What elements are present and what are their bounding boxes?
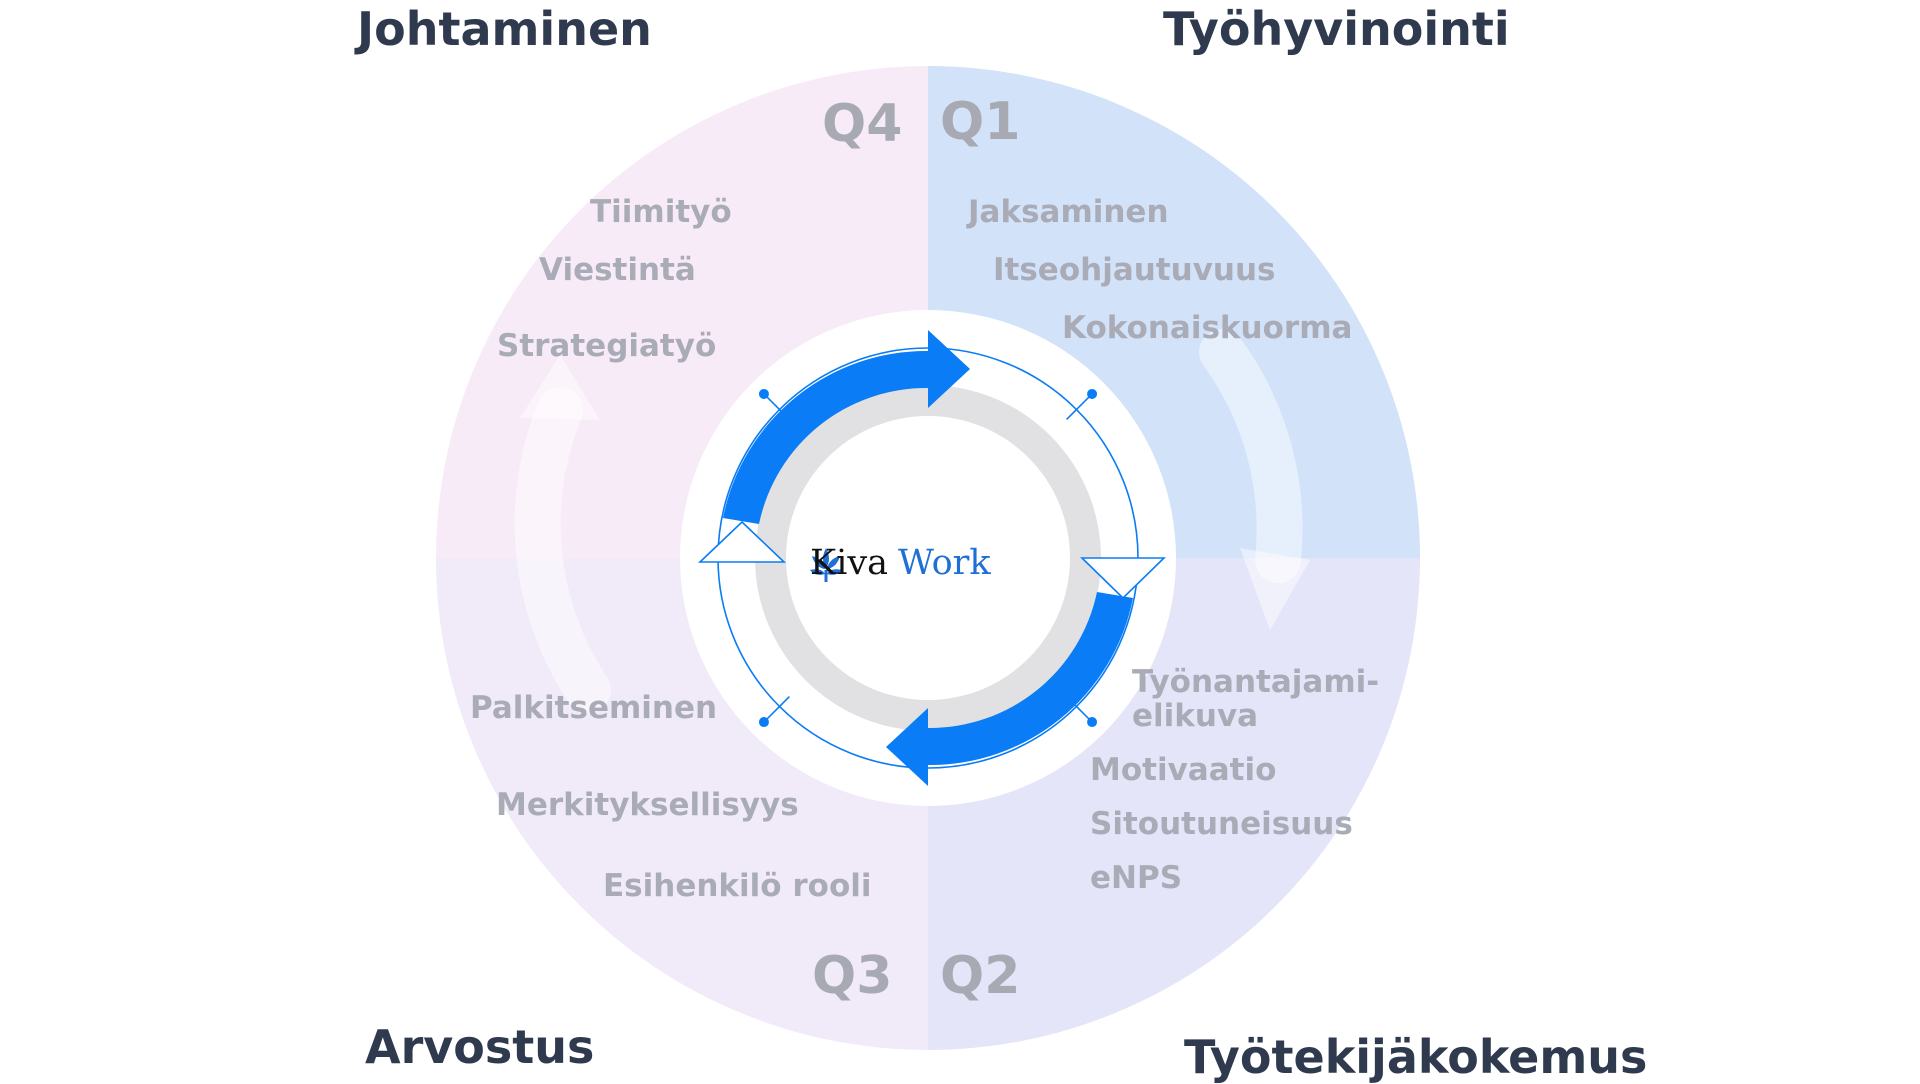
title-arvostus: Arvostus [365, 1020, 595, 1074]
ring-tick-dot [758, 388, 769, 399]
topic-tyonantajamielikuva-line1: Työnantajami- [1132, 664, 1380, 700]
logo-text-kiva: Kiva [810, 543, 888, 583]
cycle-arrow-top [723, 350, 928, 524]
leaf-logo-icon [810, 548, 842, 582]
topic-itseohjautuvuus: Itseohjautuvuus [993, 252, 1276, 288]
cycle-arrow-top-head [928, 330, 970, 408]
topic-palkitseminen: Palkitseminen [470, 690, 718, 726]
ring-tick-dot [758, 717, 769, 728]
background-cycle-arrows [514, 329, 1303, 713]
title-tyotekijakokemus: Työtekijäkokemus [1184, 1030, 1648, 1084]
cycle-arrow-bottom-head [886, 708, 928, 786]
right-triangle-marker [1080, 557, 1166, 600]
ring-tick-line [1066, 393, 1093, 420]
topic-tiimityo: Tiimityö [590, 194, 732, 230]
topic-enps: eNPS [1090, 860, 1183, 896]
topic-strategiatyo: Strategiatyö [497, 328, 717, 364]
kivawork-logo: Kiva Work [804, 540, 1044, 586]
ring-tick-dot [1087, 388, 1098, 399]
topic-jaksaminen: Jaksaminen [968, 194, 1169, 230]
topic-tyonantajamielikuva-line2: elikuva [1132, 698, 1259, 734]
quarter-label-q4: Q4 [822, 94, 903, 154]
ring-tick-line [763, 696, 790, 723]
title-tyohyvinointi: Työhyvinointi [1163, 2, 1510, 56]
background-arrow-heads [520, 355, 1310, 630]
cycle-arrow-bottom [928, 592, 1133, 766]
quarter-label-q1: Q1 [940, 92, 1021, 152]
quarter-label-q3: Q3 [812, 946, 893, 1006]
topic-sitoutuneisuus: Sitoutuneisuus [1090, 806, 1353, 842]
ring-tick-dot [1087, 717, 1098, 728]
logo-text-work: Work [897, 543, 991, 583]
left-triangle-marker [698, 520, 786, 563]
topic-viestinta: Viestintä [539, 252, 696, 288]
quarter-label-q2: Q2 [940, 946, 1021, 1006]
title-johtaminen: Johtaminen [357, 2, 652, 56]
topic-esihenkilo-rooli: Esihenkilö rooli [603, 868, 872, 904]
topic-kokonaiskuorma: Kokonaiskuorma [1062, 310, 1353, 346]
inner-disk [786, 416, 1070, 700]
topic-motivaatio: Motivaatio [1090, 752, 1277, 788]
topic-merkityksellisyys: Merkityksellisyys [496, 787, 799, 823]
